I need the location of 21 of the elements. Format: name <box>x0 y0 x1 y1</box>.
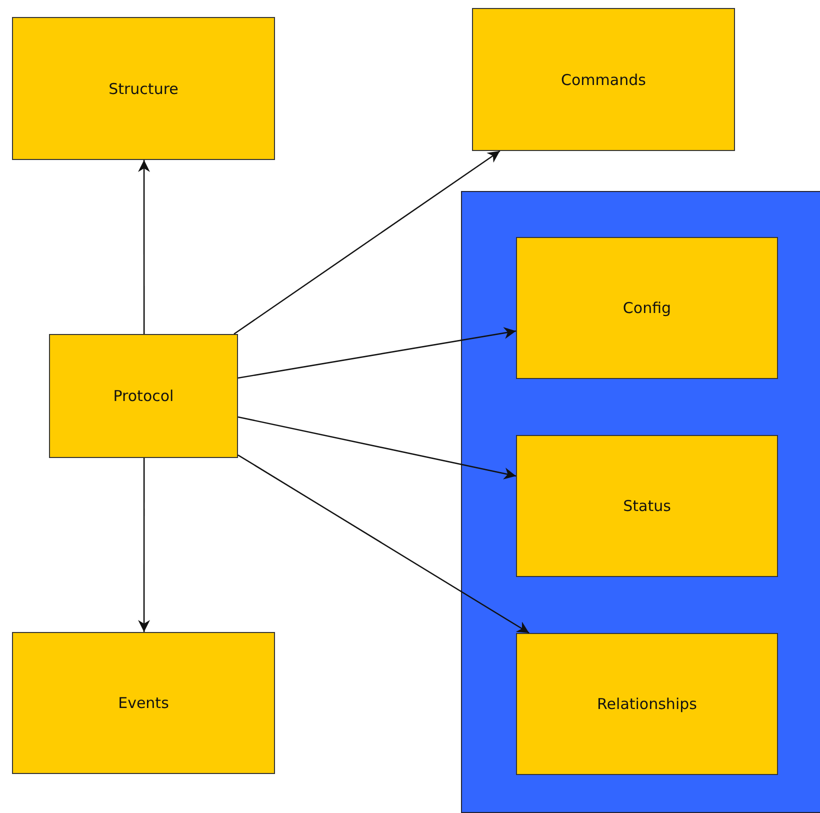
process-box <box>472 8 735 151</box>
box-label: Commands <box>561 70 646 88</box>
box-label: Structure <box>108 80 178 98</box>
arrow <box>234 150 500 335</box>
box-label: Relationships <box>597 695 697 713</box>
arrow <box>238 454 530 634</box>
process-box <box>12 17 275 160</box>
box-label: Protocol <box>113 387 174 405</box>
box-label: Events <box>118 694 169 712</box>
process-box <box>12 632 275 774</box>
box-label: Config <box>622 299 672 317</box>
arrow <box>238 416 516 480</box>
process-box <box>49 334 238 458</box>
arrow <box>138 458 150 632</box>
arrow <box>238 327 516 379</box>
process-box <box>516 435 778 577</box>
process-box <box>516 237 778 379</box>
process-box <box>516 633 778 775</box>
arrow <box>138 160 150 334</box>
group-panel <box>461 191 820 813</box>
box-label: Status <box>623 497 671 515</box>
